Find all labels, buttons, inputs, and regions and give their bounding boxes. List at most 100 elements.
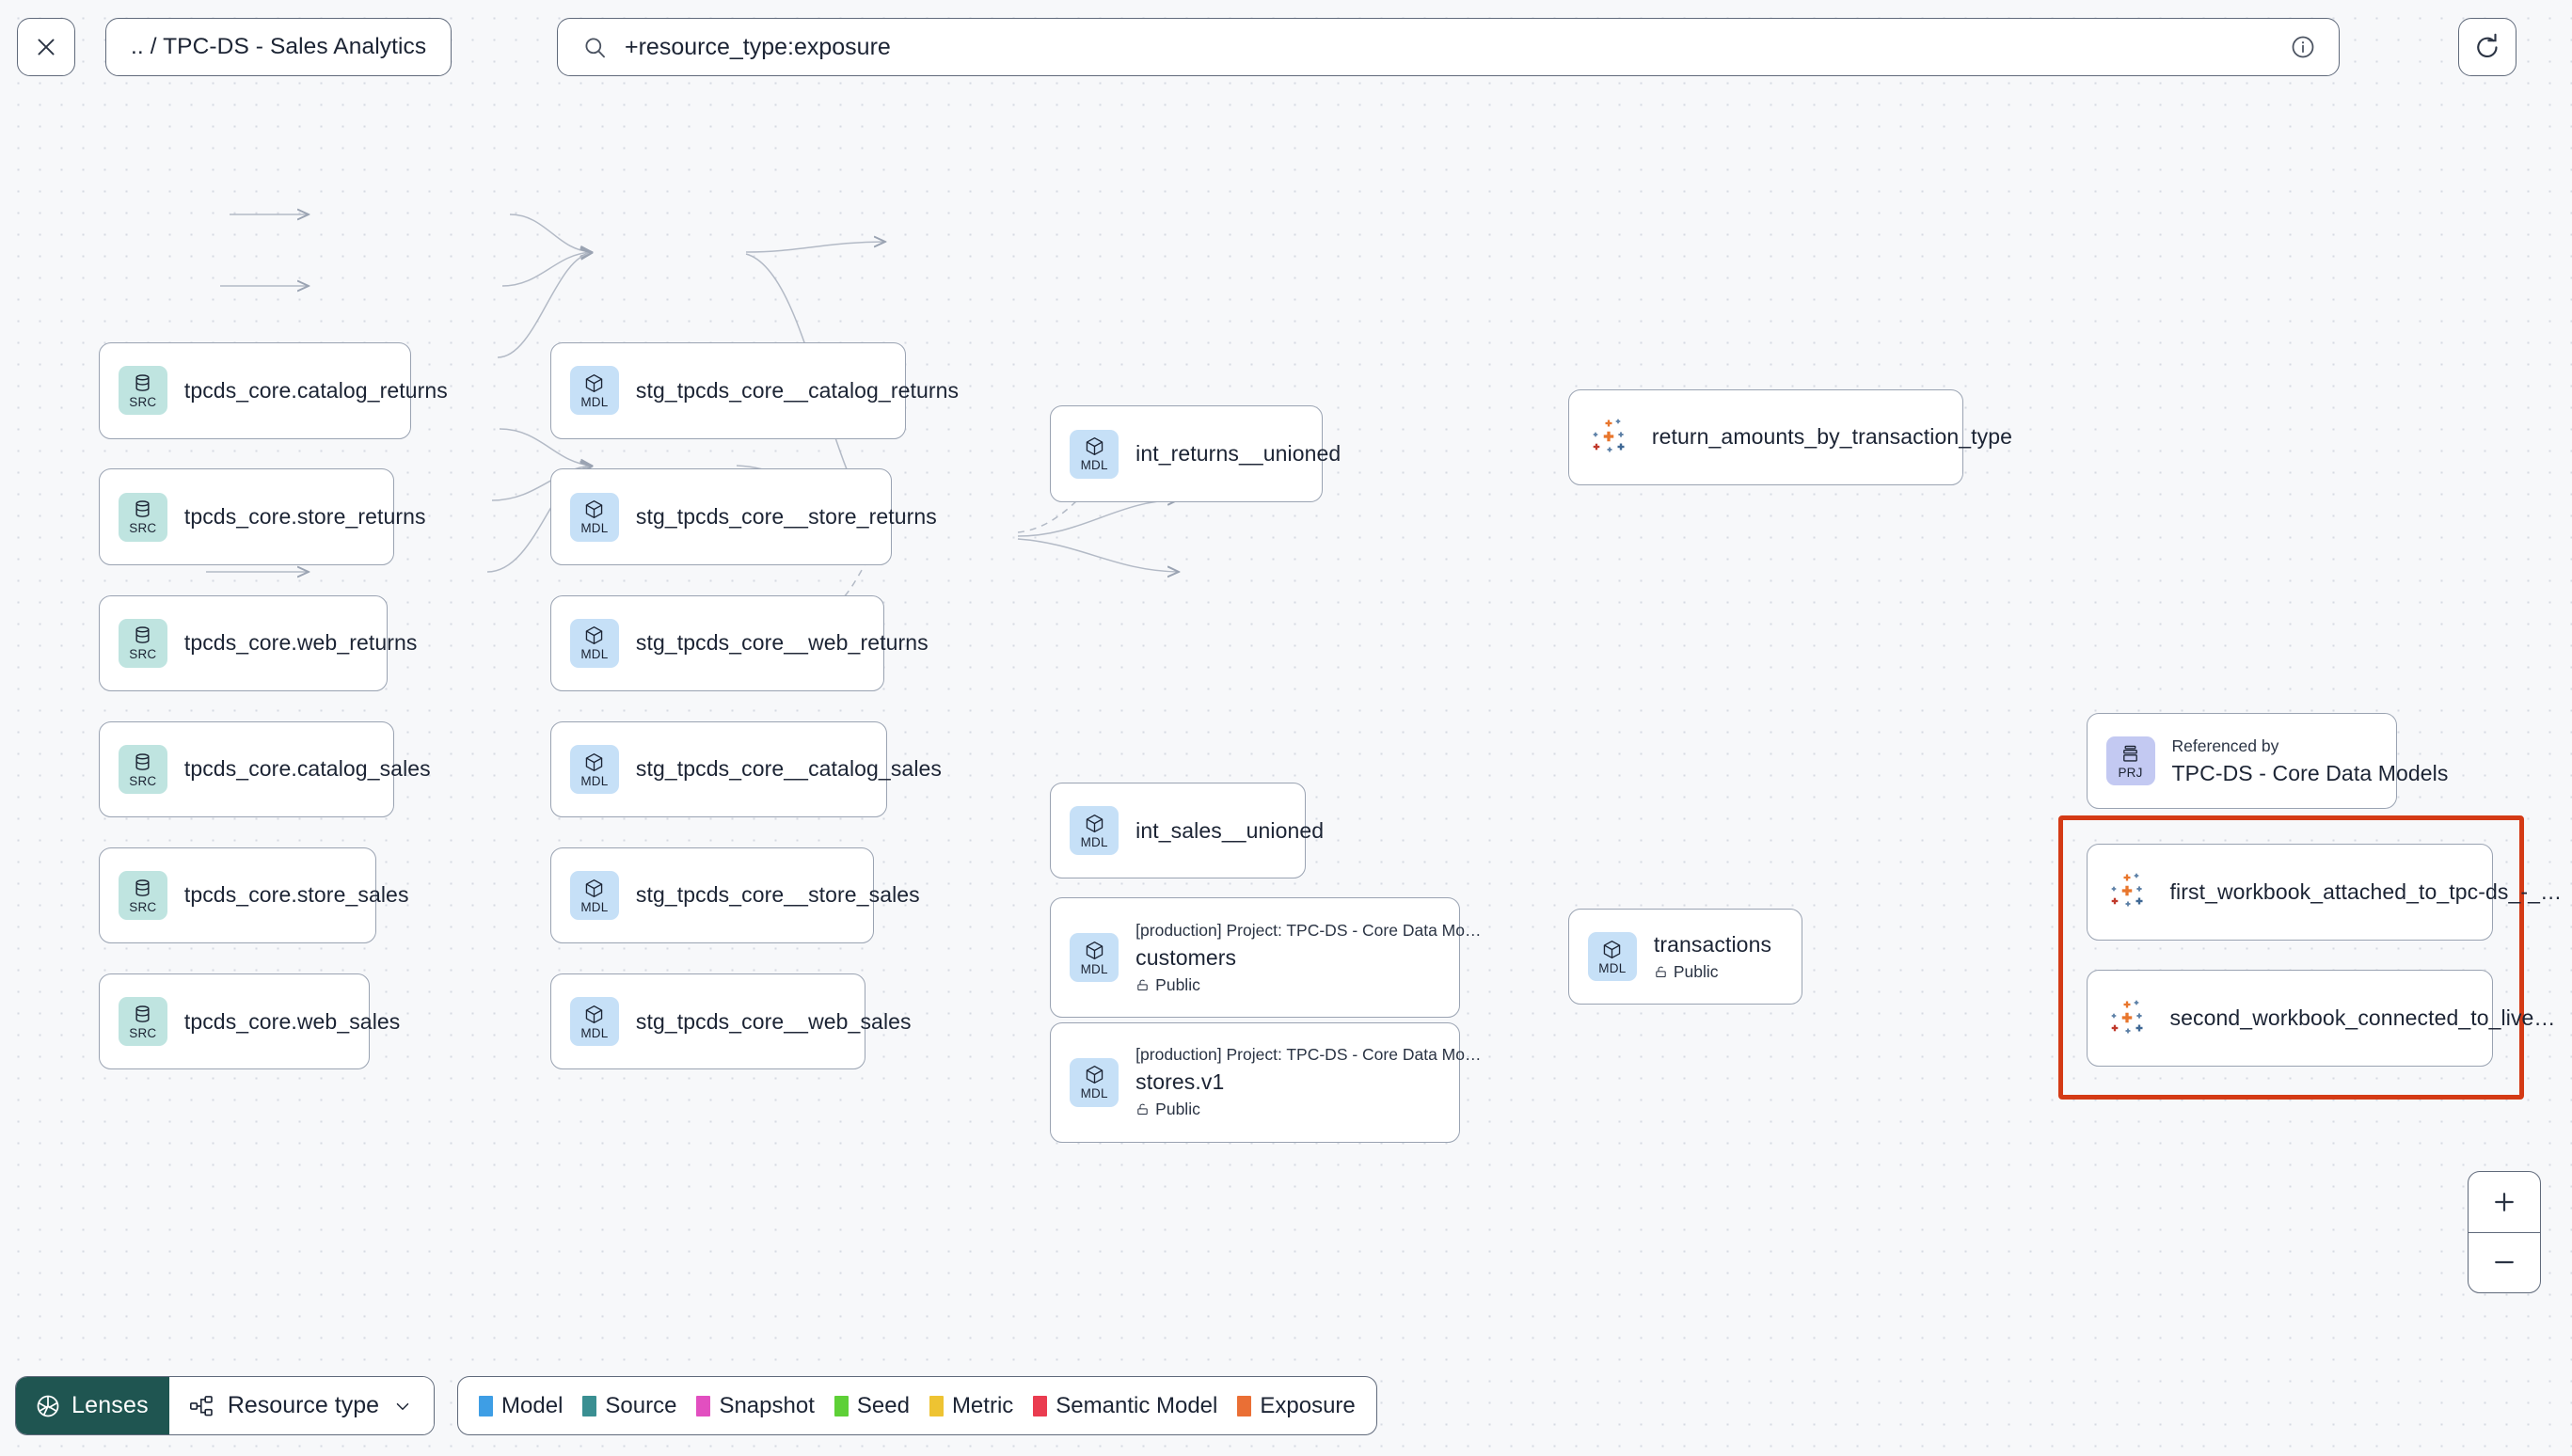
graph-node-stg-store-returns[interactable]: MDL stg_tpcds_core__store_returns xyxy=(549,468,937,565)
node-body: tpcds_core.store_sales xyxy=(184,882,409,908)
zoom-out-button[interactable] xyxy=(2469,1233,2540,1293)
graph-node-return-amounts[interactable]: return_amounts_by_transaction_type xyxy=(1567,388,2012,486)
node-type-abbr: MDL xyxy=(580,899,609,914)
node-label: stg_tpcds_core__web_returns xyxy=(635,630,929,656)
graph-node-customers[interactable]: MDL[production] Project: TPC-DS - Core D… xyxy=(1050,897,1481,1019)
node-body: tpcds_core.store_returns xyxy=(184,504,426,530)
node-label: return_amounts_by_transaction_type xyxy=(1651,424,2012,450)
graph-node-stg-store-sales[interactable]: MDL stg_tpcds_core__store_sales xyxy=(549,847,920,944)
legend-label: Source xyxy=(605,1392,677,1418)
node-body: second_workbook_connected_to_live… xyxy=(2170,1005,2556,1031)
node-type-badge-src: SRC xyxy=(118,492,167,542)
cube-icon xyxy=(586,878,603,897)
lock-icon xyxy=(1137,979,1148,990)
cube-icon xyxy=(1086,1066,1103,1084)
node-type-badge-mdl: MDL xyxy=(1070,933,1119,983)
node-label: stg_tpcds_core__store_sales xyxy=(635,882,920,908)
breadcrumb[interactable]: .. / TPC-DS - Sales Analytics xyxy=(105,18,452,76)
node-type-badge-src: SRC xyxy=(118,997,167,1047)
node-access-label: Public xyxy=(1135,975,1481,995)
graph-node-int-returns-unioned[interactable]: MDL int_returns__unioned xyxy=(1050,405,1341,502)
graph-node-exposure-second-workbook[interactable]: second_workbook_connected_to_live… xyxy=(2086,970,2555,1067)
node-body: tpcds_core.catalog_returns xyxy=(184,378,448,404)
refresh-button[interactable] xyxy=(2458,18,2516,76)
cube-icon xyxy=(586,752,603,771)
node-type-abbr: MDL xyxy=(580,647,609,662)
node-body: stg_tpcds_core__web_sales xyxy=(636,1009,912,1035)
node-label: int_returns__unioned xyxy=(1135,441,1342,466)
tableau-exposure-icon xyxy=(2111,1000,2143,1034)
graph-node-src-web-sales[interactable]: SRC tpcds_core.web_sales xyxy=(98,973,400,1070)
node-label: tpcds_core.catalog_sales xyxy=(183,756,431,782)
node-type-abbr: SRC xyxy=(129,1025,157,1040)
legend-item-source[interactable]: Source xyxy=(582,1393,676,1419)
graph-node-stg-web-returns[interactable]: MDL stg_tpcds_core__web_returns xyxy=(549,594,929,691)
node-type-badge-prj: PRJ xyxy=(2105,736,2155,786)
search-input-value[interactable]: +resource_type:exposure xyxy=(625,33,891,60)
node-type-abbr: MDL xyxy=(580,521,609,536)
graph-node-stg-web-sales[interactable]: MDL stg_tpcds_core__web_sales xyxy=(549,973,912,1070)
graph-node-src-store-sales[interactable]: SRC tpcds_core.store_sales xyxy=(98,847,408,944)
node-type-abbr: SRC xyxy=(129,899,157,914)
legend-item-semantic-model[interactable]: Semantic Model xyxy=(1033,1393,1217,1419)
legend-label: Seed xyxy=(856,1392,910,1418)
info-icon[interactable] xyxy=(2290,34,2316,60)
cube-icon xyxy=(1086,437,1103,456)
breadcrumb-label: .. / TPC-DS - Sales Analytics xyxy=(131,34,427,59)
legend-swatch xyxy=(834,1395,849,1416)
legend-item-metric[interactable]: Metric xyxy=(929,1393,1013,1419)
node-type-badge-mdl: MDL xyxy=(569,618,619,668)
exposure-selection-highlight xyxy=(2057,815,2525,1100)
node-type-badge-mdl: MDL xyxy=(569,997,619,1047)
plus-icon xyxy=(2495,1192,2514,1211)
node-type-badge-mdl: MDL xyxy=(1587,932,1637,982)
node-type-badge-mdl: MDL xyxy=(1070,429,1119,479)
node-access-label: Public xyxy=(1135,1100,1481,1119)
search-bar[interactable]: +resource_type:exposure xyxy=(557,18,2340,76)
graph-node-stores-v1[interactable]: MDL[production] Project: TPC-DS - Core D… xyxy=(1050,1021,1481,1143)
node-label: tpcds_core.catalog_returns xyxy=(183,377,448,403)
legend-item-seed[interactable]: Seed xyxy=(834,1393,910,1419)
node-body: stg_tpcds_core__store_returns xyxy=(636,504,937,530)
node-access-label: Public xyxy=(1654,962,1771,982)
close-button[interactable] xyxy=(17,18,75,76)
lock-icon xyxy=(1656,966,1666,977)
lenses-label: Lenses xyxy=(71,1392,149,1418)
graph-node-src-store-returns[interactable]: SRC tpcds_core.store_returns xyxy=(98,468,426,565)
zoom-controls[interactable] xyxy=(2468,1171,2541,1293)
cube-icon xyxy=(586,1005,603,1023)
node-body: stg_tpcds_core__store_sales xyxy=(636,882,920,908)
node-type-badge-mdl: MDL xyxy=(569,870,619,920)
project-icon xyxy=(2123,745,2137,762)
legend-item-exposure[interactable]: Exposure xyxy=(1237,1393,1356,1419)
node-label: tpcds_core.store_sales xyxy=(183,882,409,908)
node-body: stg_tpcds_core__catalog_sales xyxy=(636,756,942,782)
graph-node-stg-catalog-sales[interactable]: MDL stg_tpcds_core__catalog_sales xyxy=(549,720,942,818)
graph-node-exposure-first-workbook[interactable]: first_workbook_attached_to_tpc-ds_-_… xyxy=(2086,844,2562,941)
bottom-toolbar: Lenses Resource type Model Source Snapshot… xyxy=(15,1376,1377,1435)
lenses-button[interactable]: Lenses xyxy=(16,1377,169,1434)
resource-type-dropdown[interactable]: Resource type xyxy=(168,1377,435,1434)
zoom-in-button[interactable] xyxy=(2469,1172,2540,1233)
node-type-badge-mdl: MDL xyxy=(1070,1057,1119,1107)
database-icon xyxy=(135,752,150,770)
database-icon xyxy=(135,878,150,896)
node-type-abbr: MDL xyxy=(580,773,609,788)
node-type-abbr: MDL xyxy=(1080,834,1108,849)
graph-node-src-catalog-sales[interactable]: SRC tpcds_core.catalog_sales xyxy=(98,720,431,818)
node-relationship-label: Referenced by xyxy=(2171,736,2279,755)
legend-item-snapshot[interactable]: Snapshot xyxy=(696,1393,815,1419)
node-body: tpcds_core.web_sales xyxy=(184,1009,401,1035)
node-type-abbr: SRC xyxy=(129,773,157,788)
database-icon xyxy=(135,500,150,518)
legend-item-model[interactable]: Model xyxy=(479,1393,563,1419)
